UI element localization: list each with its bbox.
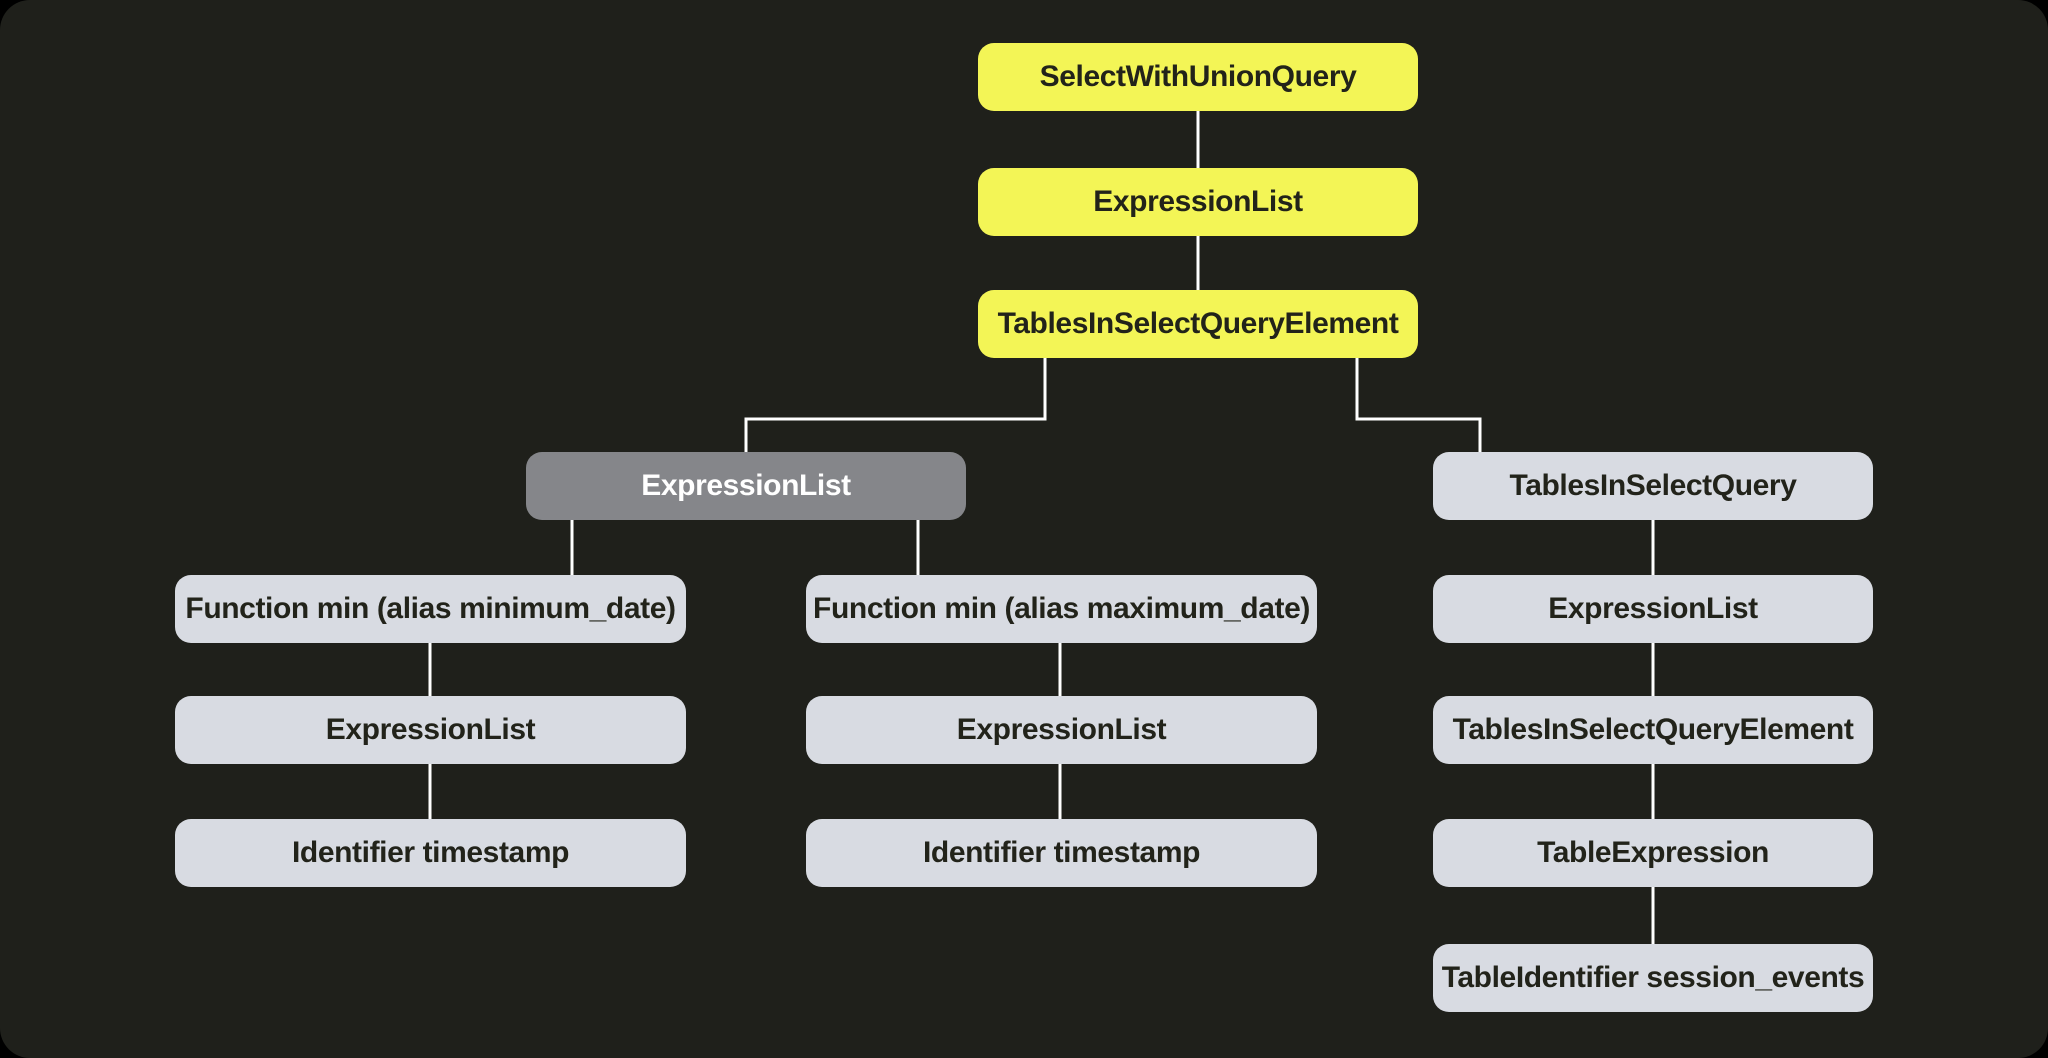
tree-node-label: Identifier timestamp — [922, 836, 1201, 869]
tree-node-label: TablesInSelectQueryElement — [1452, 713, 1854, 746]
tree-edge — [1355, 358, 1482, 452]
tree-node: ExpressionList — [175, 696, 686, 764]
tree-node-label: ExpressionList — [1093, 185, 1303, 218]
tree-node: Identifier timestamp — [806, 819, 1317, 887]
tree-node-label: Function min (alias maximum_date) — [813, 592, 1310, 625]
tree-node: ExpressionList — [806, 696, 1317, 764]
tree-node-label: SelectWithUnionQuery — [1039, 60, 1357, 93]
tree-node: TablesInSelectQuery — [1433, 452, 1873, 520]
tree-node-label: ExpressionList — [1548, 592, 1758, 625]
tree-node: TableIdentifier session_events — [1433, 944, 1873, 1012]
tree-node-label: ExpressionList — [956, 713, 1167, 746]
tree-node-label: TableExpression — [1537, 836, 1769, 869]
tree-node-label: ExpressionList — [641, 469, 851, 502]
tree-node: ExpressionList — [1433, 575, 1873, 643]
tree-node: SelectWithUnionQuery — [978, 43, 1418, 111]
tree-node-label: Function min (alias minimum_date) — [185, 592, 676, 625]
tree-node-label: TablesInSelectQuery — [1509, 469, 1797, 502]
tree-node: ExpressionList — [526, 452, 966, 520]
tree-node-label: Identifier timestamp — [291, 836, 570, 869]
tree-edge — [744, 358, 1047, 452]
tree-node-label: ExpressionList — [325, 713, 536, 746]
tree-node-label: TableIdentifier session_events — [1441, 961, 1865, 994]
tree-node: Identifier timestamp — [175, 819, 686, 887]
tree-node: TablesInSelectQueryElement — [1433, 696, 1873, 764]
tree-node: TablesInSelectQueryElement — [978, 290, 1418, 358]
tree-node: ExpressionList — [978, 168, 1418, 236]
tree-node: TableExpression — [1433, 819, 1873, 887]
tree-node-label: TablesInSelectQueryElement — [997, 307, 1399, 340]
tree-node: Function min (alias minimum_date) — [175, 575, 686, 643]
tree-node: Function min (alias maximum_date) — [806, 575, 1317, 643]
